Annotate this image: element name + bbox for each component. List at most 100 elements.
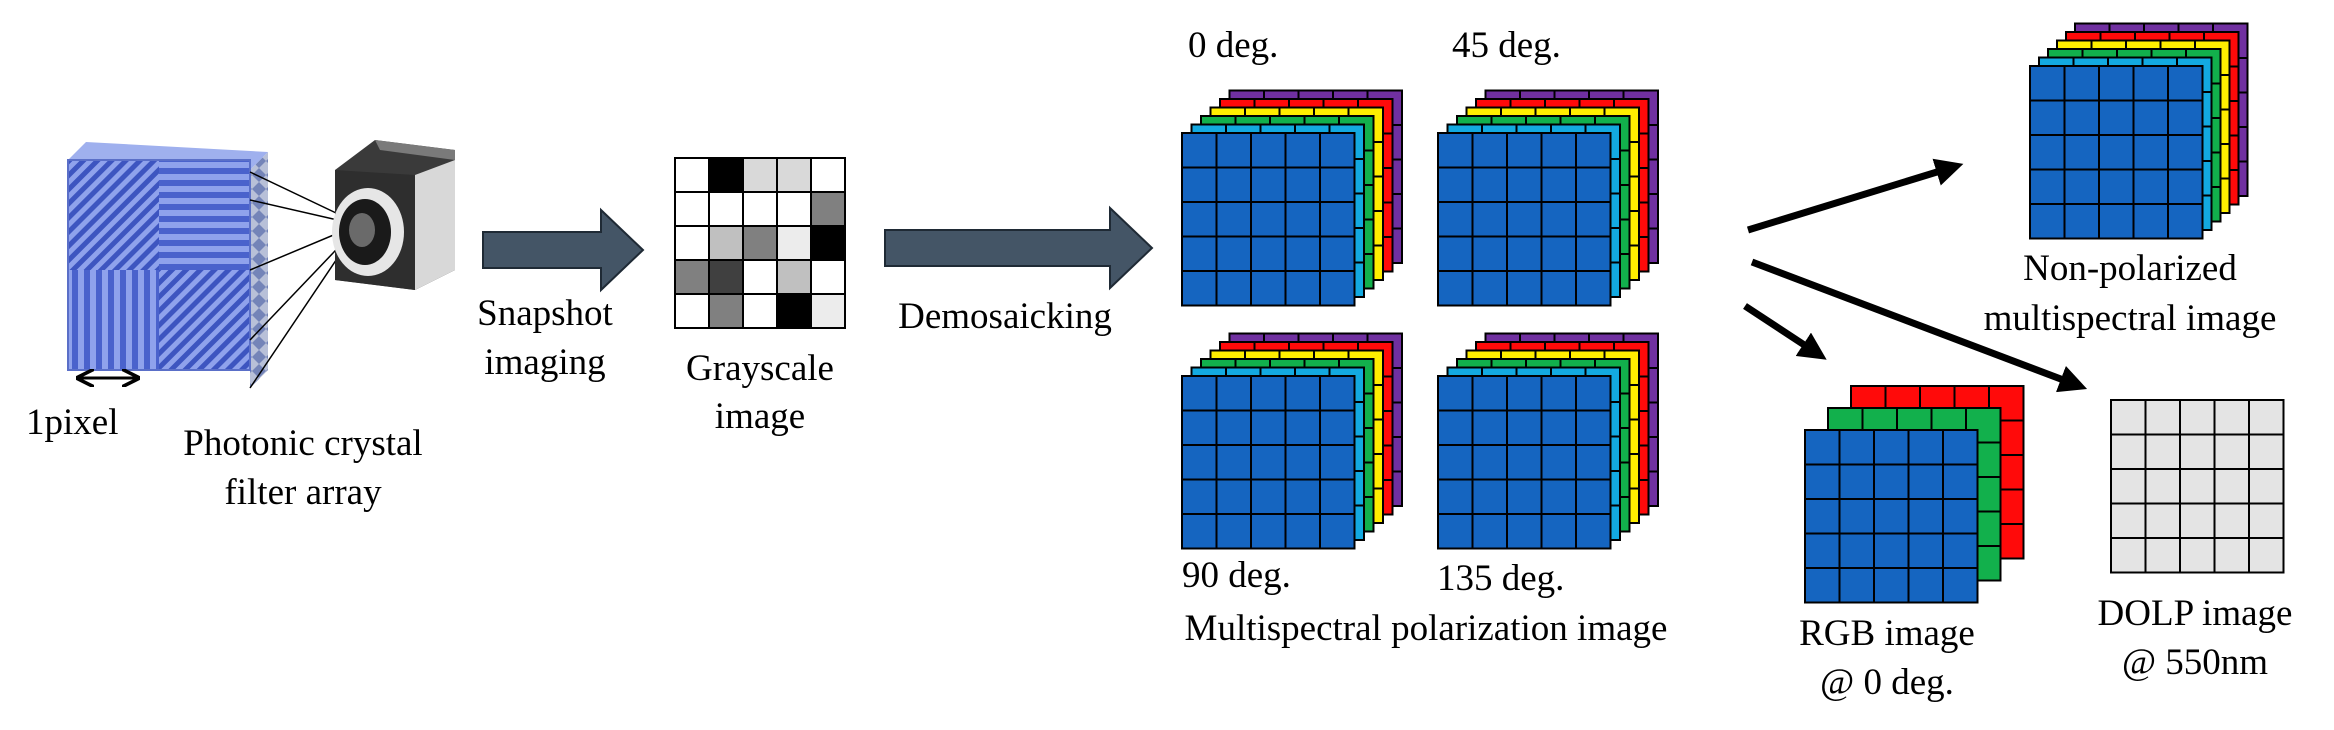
- grid-cell: [1284, 444, 1321, 481]
- grid-cell: [1284, 132, 1321, 169]
- dolp-grid: [2110, 399, 2285, 574]
- nonpolarized-multispectral-stack: [2029, 22, 2249, 240]
- grid-cell: [1873, 498, 1910, 535]
- grid-cell: [2063, 65, 2100, 102]
- grid-cell: [2179, 537, 2216, 574]
- grid-cell: [2248, 502, 2285, 539]
- grid-cell: [1437, 513, 1474, 550]
- grid-cell: [1471, 201, 1508, 238]
- grid-cell: [1942, 463, 1979, 500]
- grid-cell: [1437, 201, 1474, 238]
- grid-cell: [1284, 478, 1321, 515]
- demosaicking-arrow: [884, 205, 1154, 291]
- grid-cell: [2167, 168, 2204, 205]
- grid-cell: [674, 191, 710, 227]
- label-135-deg: 135 deg.: [1437, 558, 1564, 599]
- grid-cell: [1319, 478, 1356, 515]
- grid-cell: [1575, 235, 1612, 272]
- nonpolarized-label-line2: multispectral image: [1984, 298, 2277, 339]
- grid-cell: [1181, 409, 1218, 446]
- grid-cell: [1471, 235, 1508, 272]
- filter-quadrant-br: [159, 270, 250, 370]
- grid-cell: [2248, 468, 2285, 505]
- grid-cell: [1250, 513, 1287, 550]
- stack-45-deg: [1437, 89, 1659, 307]
- grid-cell: [1250, 201, 1287, 238]
- grid-cell: [1942, 429, 1979, 466]
- rgb-label-line2: @ 0 deg.: [1820, 662, 1954, 703]
- grid-cell: [2132, 168, 2169, 205]
- spectral-layer: [2029, 65, 2204, 240]
- grid-cell: [1215, 375, 1252, 412]
- grid-cell: [1437, 132, 1474, 169]
- grid-cell: [1319, 513, 1356, 550]
- grid-cell: [1471, 513, 1508, 550]
- grid-cell: [2029, 168, 2066, 205]
- grid-cell: [1506, 132, 1543, 169]
- grid-cell: [1319, 235, 1356, 272]
- grid-cell: [2110, 502, 2147, 539]
- grid-cell: [1471, 375, 1508, 412]
- grid-cell: [1506, 270, 1543, 307]
- grid-cell: [1215, 270, 1252, 307]
- grid-cell: [742, 157, 778, 193]
- grid-cell: [1506, 235, 1543, 272]
- grid-cell: [1284, 201, 1321, 238]
- grid-cell: [1250, 375, 1287, 412]
- grid-cell: [2110, 399, 2147, 436]
- grid-cell: [2144, 502, 2181, 539]
- grid-cell: [1907, 567, 1944, 604]
- grid-cell: [1215, 409, 1252, 446]
- grid-cell: [708, 225, 744, 261]
- demosaicking-label: Demosaicking: [898, 296, 1112, 337]
- grid-cell: [1575, 166, 1612, 203]
- grid-cell: [1284, 409, 1321, 446]
- grid-cell: [1506, 444, 1543, 481]
- label-90-deg: 90 deg.: [1182, 555, 1291, 596]
- grid-cell: [1907, 532, 1944, 569]
- grid-cell: [1215, 513, 1252, 550]
- dolp-image: [2110, 399, 2285, 574]
- grid-cell: [2132, 65, 2169, 102]
- grid-cell: [1319, 201, 1356, 238]
- grid-cell: [2110, 468, 2147, 505]
- dolp-label-line2: @ 550nm: [2122, 642, 2268, 683]
- grid-cell: [1942, 498, 1979, 535]
- grid-cell: [2167, 65, 2204, 102]
- grid-cell: [1319, 132, 1356, 169]
- grid-cell: [776, 225, 812, 261]
- grid-cell: [2179, 433, 2216, 470]
- grid-cell: [1804, 567, 1841, 604]
- filter-label-line2: filter array: [224, 472, 382, 513]
- grid-cell: [2063, 203, 2100, 240]
- label-45-deg: 45 deg.: [1452, 25, 1561, 66]
- grid-cell: [1907, 498, 1944, 535]
- grid-cell: [1437, 166, 1474, 203]
- grid-cell: [2248, 399, 2285, 436]
- grid-cell: [2167, 203, 2204, 240]
- grid-cell: [2213, 502, 2250, 539]
- grid-cell: [2063, 134, 2100, 171]
- grid-cell: [2248, 537, 2285, 574]
- grid-cell: [2167, 134, 2204, 171]
- grid-cell: [2132, 134, 2169, 171]
- grid-cell: [2098, 99, 2135, 136]
- grid-cell: [1250, 270, 1287, 307]
- grid-cell: [2132, 99, 2169, 136]
- grid-cell: [810, 157, 846, 193]
- grid-cell: [1873, 463, 1910, 500]
- grid-cell: [1471, 478, 1508, 515]
- grid-cell: [1181, 166, 1218, 203]
- multispectral-polarization-caption: Multispectral polarization image: [1185, 608, 1668, 649]
- grid-cell: [674, 225, 710, 261]
- arrow-to-nonpolarized: [1746, 158, 1964, 234]
- grid-cell: [1250, 409, 1287, 446]
- grid-cell: [1250, 444, 1287, 481]
- grayscale-grid: [674, 157, 846, 329]
- grid-cell: [1540, 201, 1577, 238]
- grid-cell: [1319, 270, 1356, 307]
- grid-cell: [1215, 478, 1252, 515]
- grid-cell: [1215, 166, 1252, 203]
- grid-cell: [2213, 399, 2250, 436]
- arrow-to-dolp: [1750, 258, 2088, 393]
